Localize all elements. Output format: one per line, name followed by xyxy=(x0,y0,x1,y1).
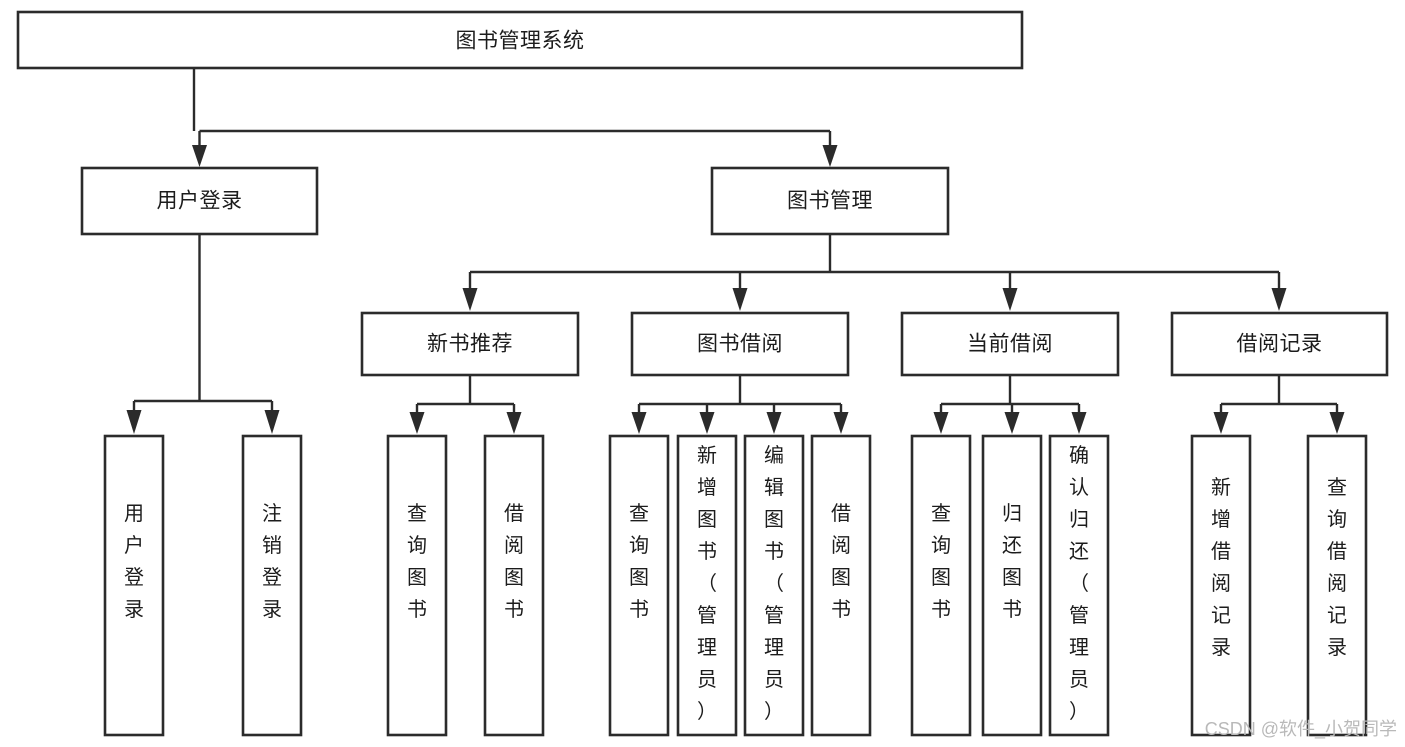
arrow-leaf-borrow-book-recommend xyxy=(506,412,522,434)
node-leaf-logout[interactable]: 注销登录 xyxy=(241,434,303,737)
node-user-login[interactable]: 用户登录 xyxy=(80,166,319,236)
node-book-borrow-label: 图书借阅 xyxy=(697,333,783,356)
node-leaf-borrow-book-recommend[interactable]: 借阅图书 xyxy=(483,434,545,737)
node-user-login-label: 用户登录 xyxy=(157,190,243,213)
arrow-to-borrow-record xyxy=(1271,288,1287,311)
node-leaf-query-book-recommend[interactable]: 查询图书 xyxy=(386,434,448,737)
node-leaf-borrow-book[interactable]: 借阅图书 xyxy=(810,434,872,737)
node-leaf-user-login-box[interactable] xyxy=(103,434,165,737)
node-current-borrow[interactable]: 当前借阅 xyxy=(900,311,1120,377)
node-leaf-query-book-recommend-box[interactable] xyxy=(386,434,448,737)
arrow-leaf-edit-book-admin xyxy=(766,412,782,434)
node-book-management-box[interactable] xyxy=(710,166,950,236)
node-leaf-add-book-admin[interactable]: 新增图书（管理员） xyxy=(676,434,738,737)
node-root-label: 图书管理系统 xyxy=(456,30,585,53)
arrow-to-current-borrow xyxy=(1002,288,1018,311)
node-borrow-record-box[interactable] xyxy=(1170,311,1389,377)
node-leaf-edit-book-admin-box[interactable] xyxy=(743,434,805,737)
node-leaf-query-book-current-label: 查询图书 xyxy=(931,502,951,621)
node-leaf-confirm-return-admin-box[interactable] xyxy=(1048,434,1110,737)
node-leaf-add-borrow-record-box[interactable] xyxy=(1190,434,1252,737)
node-current-borrow-box[interactable] xyxy=(900,311,1120,377)
node-borrow-record-label: 借阅记录 xyxy=(1237,333,1323,356)
node-leaf-user-login[interactable]: 用户登录 xyxy=(103,434,165,737)
arrow-to-new-book-recommend xyxy=(462,288,478,311)
node-leaf-user-login-label: 用户登录 xyxy=(124,503,144,621)
node-book-borrow[interactable]: 图书借阅 xyxy=(630,311,850,377)
node-borrow-record[interactable]: 借阅记录 xyxy=(1170,311,1389,377)
node-leaf-query-book-borrow-box[interactable] xyxy=(608,434,670,737)
node-leaf-return-book-label: 归还图书 xyxy=(1002,502,1022,621)
arrow-leaf-borrow-book xyxy=(833,412,849,434)
node-root-box[interactable] xyxy=(16,10,1024,70)
arrow-to-book-borrow xyxy=(732,288,748,311)
node-current-borrow-label: 当前借阅 xyxy=(967,333,1053,356)
node-book-management[interactable]: 图书管理 xyxy=(710,166,950,236)
node-leaf-query-book-recommend-label: 查询图书 xyxy=(407,502,427,621)
arrow-leaf-query-borrow-record xyxy=(1329,412,1345,434)
node-leaf-borrow-book-box[interactable] xyxy=(810,434,872,737)
arrow-to-book-management xyxy=(822,145,838,167)
node-leaf-add-book-admin-box[interactable] xyxy=(676,434,738,737)
node-leaf-query-book-borrow-label: 查询图书 xyxy=(629,502,649,621)
node-leaf-query-book-current-box[interactable] xyxy=(910,434,972,737)
node-new-book-recommend-label: 新书推荐 xyxy=(427,333,513,356)
arrow-leaf-confirm-return-admin xyxy=(1071,412,1087,434)
node-leaf-borrow-book-label: 借阅图书 xyxy=(831,502,851,621)
node-leaf-add-book-admin-label: 新增图书（管理员） xyxy=(697,444,717,723)
node-book-management-label: 图书管理 xyxy=(787,190,873,213)
node-leaf-confirm-return-admin[interactable]: 确认归还（管理员） xyxy=(1048,434,1110,737)
node-root[interactable]: 图书管理系统 xyxy=(16,10,1024,70)
node-leaf-logout-box[interactable] xyxy=(241,434,303,737)
node-leaf-query-borrow-record-box[interactable] xyxy=(1306,434,1368,737)
arrow-to-user-login xyxy=(192,145,207,167)
csdn-watermark: CSDN @软件_小贺同学 xyxy=(1204,719,1397,739)
arrow-leaf-query-book-current xyxy=(933,412,949,434)
node-leaf-add-borrow-record-label: 新增借阅记录 xyxy=(1211,476,1231,659)
arrow-leaf-query-book-borrow xyxy=(631,412,647,434)
node-leaf-add-borrow-record[interactable]: 新增借阅记录 xyxy=(1190,434,1252,737)
edges-layer xyxy=(126,68,1345,434)
arrow-leaf-add-borrow-record xyxy=(1213,412,1229,434)
node-leaf-borrow-book-recommend-box[interactable] xyxy=(483,434,545,737)
arrow-leaf-query-book-recommend xyxy=(409,412,425,434)
arrow-leaf-logout xyxy=(264,410,280,434)
leaf-nodes-layer: 用户登录 注销登录 查询图书 借阅图书 查询图书 新增图书（管理员） xyxy=(103,434,1368,737)
node-book-borrow-box[interactable] xyxy=(630,311,850,377)
node-leaf-query-borrow-record-label: 查询借阅记录 xyxy=(1327,476,1347,659)
node-leaf-return-book-box[interactable] xyxy=(981,434,1043,737)
node-leaf-query-borrow-record[interactable]: 查询借阅记录 xyxy=(1306,434,1368,737)
node-leaf-logout-label: 注销登录 xyxy=(262,502,282,621)
node-leaf-query-book-borrow[interactable]: 查询图书 xyxy=(608,434,670,737)
node-new-book-recommend-box[interactable] xyxy=(360,311,580,377)
node-leaf-borrow-book-recommend-label: 借阅图书 xyxy=(504,502,524,621)
arrow-leaf-return-book xyxy=(1004,412,1020,434)
node-leaf-edit-book-admin[interactable]: 编辑图书（管理员） xyxy=(743,434,805,737)
node-user-login-box[interactable] xyxy=(80,166,319,236)
node-new-book-recommend[interactable]: 新书推荐 xyxy=(360,311,580,377)
node-leaf-return-book[interactable]: 归还图书 xyxy=(981,434,1043,737)
node-leaf-edit-book-admin-label: 编辑图书（管理员） xyxy=(764,444,784,723)
arrow-leaf-user-login xyxy=(126,410,142,434)
node-leaf-confirm-return-admin-label: 确认归还（管理员） xyxy=(1069,444,1089,723)
node-leaf-query-book-current[interactable]: 查询图书 xyxy=(910,434,972,737)
arrow-leaf-add-book-admin xyxy=(699,412,715,434)
